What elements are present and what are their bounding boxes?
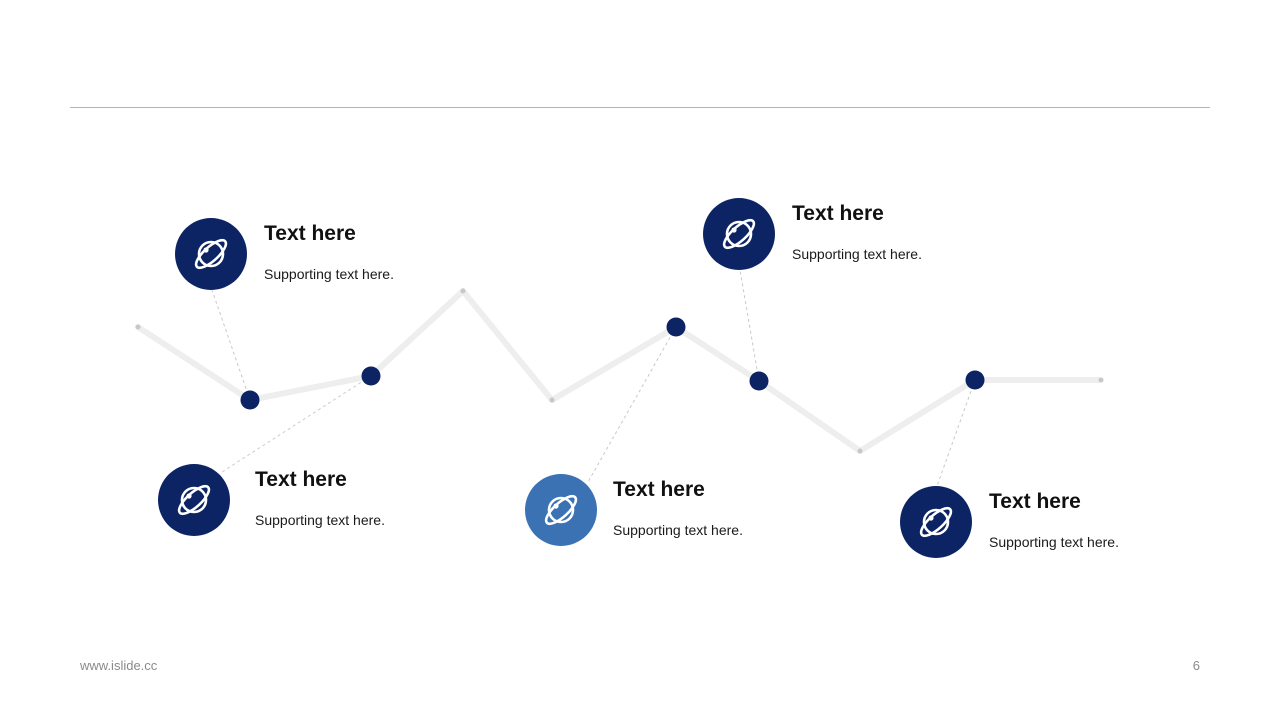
card-title: Text here — [255, 468, 347, 491]
connector-1 — [211, 289, 251, 401]
track-vertex — [857, 448, 863, 454]
planet-icon — [703, 198, 775, 270]
header-divider — [70, 107, 1210, 108]
card-title: Text here — [792, 202, 884, 225]
milestone-card-4: Text here Supporting text here. — [703, 198, 1003, 278]
track-vertex — [135, 324, 141, 330]
track-vertex — [549, 397, 555, 403]
card-title: Text here — [613, 478, 705, 501]
page-number: 6 — [1192, 658, 1200, 673]
milestone-card-5: Text here Supporting text here. — [900, 486, 1200, 566]
card-subtitle: Supporting text here. — [264, 266, 394, 282]
card-subtitle: Supporting text here. — [255, 512, 385, 528]
planet-icon — [900, 486, 972, 558]
connector-4 — [739, 269, 760, 382]
milestone-dot — [749, 371, 769, 391]
milestone-dot — [240, 390, 260, 410]
planet-icon — [175, 218, 247, 290]
connector-5 — [936, 379, 976, 487]
track-vertex — [460, 288, 466, 294]
footer-website: www.islide.cc — [80, 658, 158, 673]
timeline-track — [135, 288, 978, 454]
milestone-card-1: Text here Supporting text here. — [175, 218, 475, 298]
card-subtitle: Supporting text here. — [989, 534, 1119, 550]
card-subtitle: Supporting text here. — [613, 522, 743, 538]
track-vertex — [1098, 377, 1104, 383]
milestone-card-2: Text here Supporting text here. — [158, 464, 458, 544]
milestone-dot — [666, 317, 686, 337]
card-title: Text here — [989, 490, 1081, 513]
card-title: Text here — [264, 222, 356, 245]
planet-icon — [525, 474, 597, 546]
milestone-card-3: Text here Supporting text here. — [525, 474, 825, 554]
card-subtitle: Supporting text here. — [792, 246, 922, 262]
milestone-dot — [361, 366, 381, 386]
milestone-dot — [965, 370, 985, 390]
planet-icon — [158, 464, 230, 536]
